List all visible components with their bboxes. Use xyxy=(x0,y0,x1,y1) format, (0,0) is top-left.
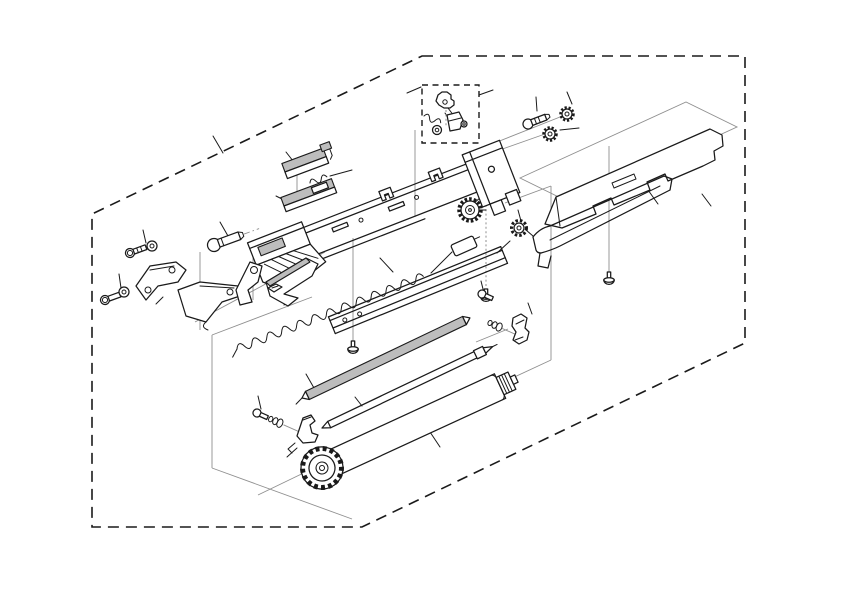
flag-spring xyxy=(423,113,442,124)
release-knob xyxy=(457,197,487,223)
inset-detail-box xyxy=(421,84,480,144)
screw-with-washer-2 xyxy=(99,286,130,306)
enclosure-border xyxy=(91,55,746,528)
shoulder-screw-left xyxy=(206,228,260,253)
pressure-roller xyxy=(300,371,519,490)
roller-gear xyxy=(300,446,344,490)
thermistor-screw-spring xyxy=(252,408,300,433)
curved-guide xyxy=(532,175,673,269)
drive-gear-b xyxy=(542,126,558,142)
release-bracket-b xyxy=(177,281,241,331)
flag-washer-small xyxy=(460,120,468,128)
lower-guide-plate xyxy=(280,178,338,213)
upper-guide-plate xyxy=(281,141,333,180)
flag-washer xyxy=(431,124,443,136)
inset-detail-parts xyxy=(423,91,468,136)
heat-roller xyxy=(321,343,498,429)
screw-with-washer-1 xyxy=(124,240,158,259)
flag-bracket xyxy=(446,111,464,132)
spring-shaft xyxy=(430,251,453,274)
cover-panel xyxy=(544,128,724,229)
mounting-screw-5 xyxy=(603,271,615,285)
tension-spring xyxy=(232,273,424,358)
wiper-bar xyxy=(295,315,471,405)
release-bracket-a xyxy=(135,261,187,301)
guide-lever xyxy=(265,257,319,307)
retaining-clip xyxy=(267,283,283,293)
shoulder-screw-right xyxy=(522,113,551,130)
thermistor-assembly xyxy=(252,408,319,454)
thermostat-assembly xyxy=(477,289,530,345)
guide-gear xyxy=(510,219,534,237)
mounting-screw-3 xyxy=(347,340,359,354)
drive-gear-a xyxy=(559,106,575,122)
spring-bushing xyxy=(450,235,481,257)
pawl-lever xyxy=(235,261,263,306)
guide-rail xyxy=(327,245,509,335)
